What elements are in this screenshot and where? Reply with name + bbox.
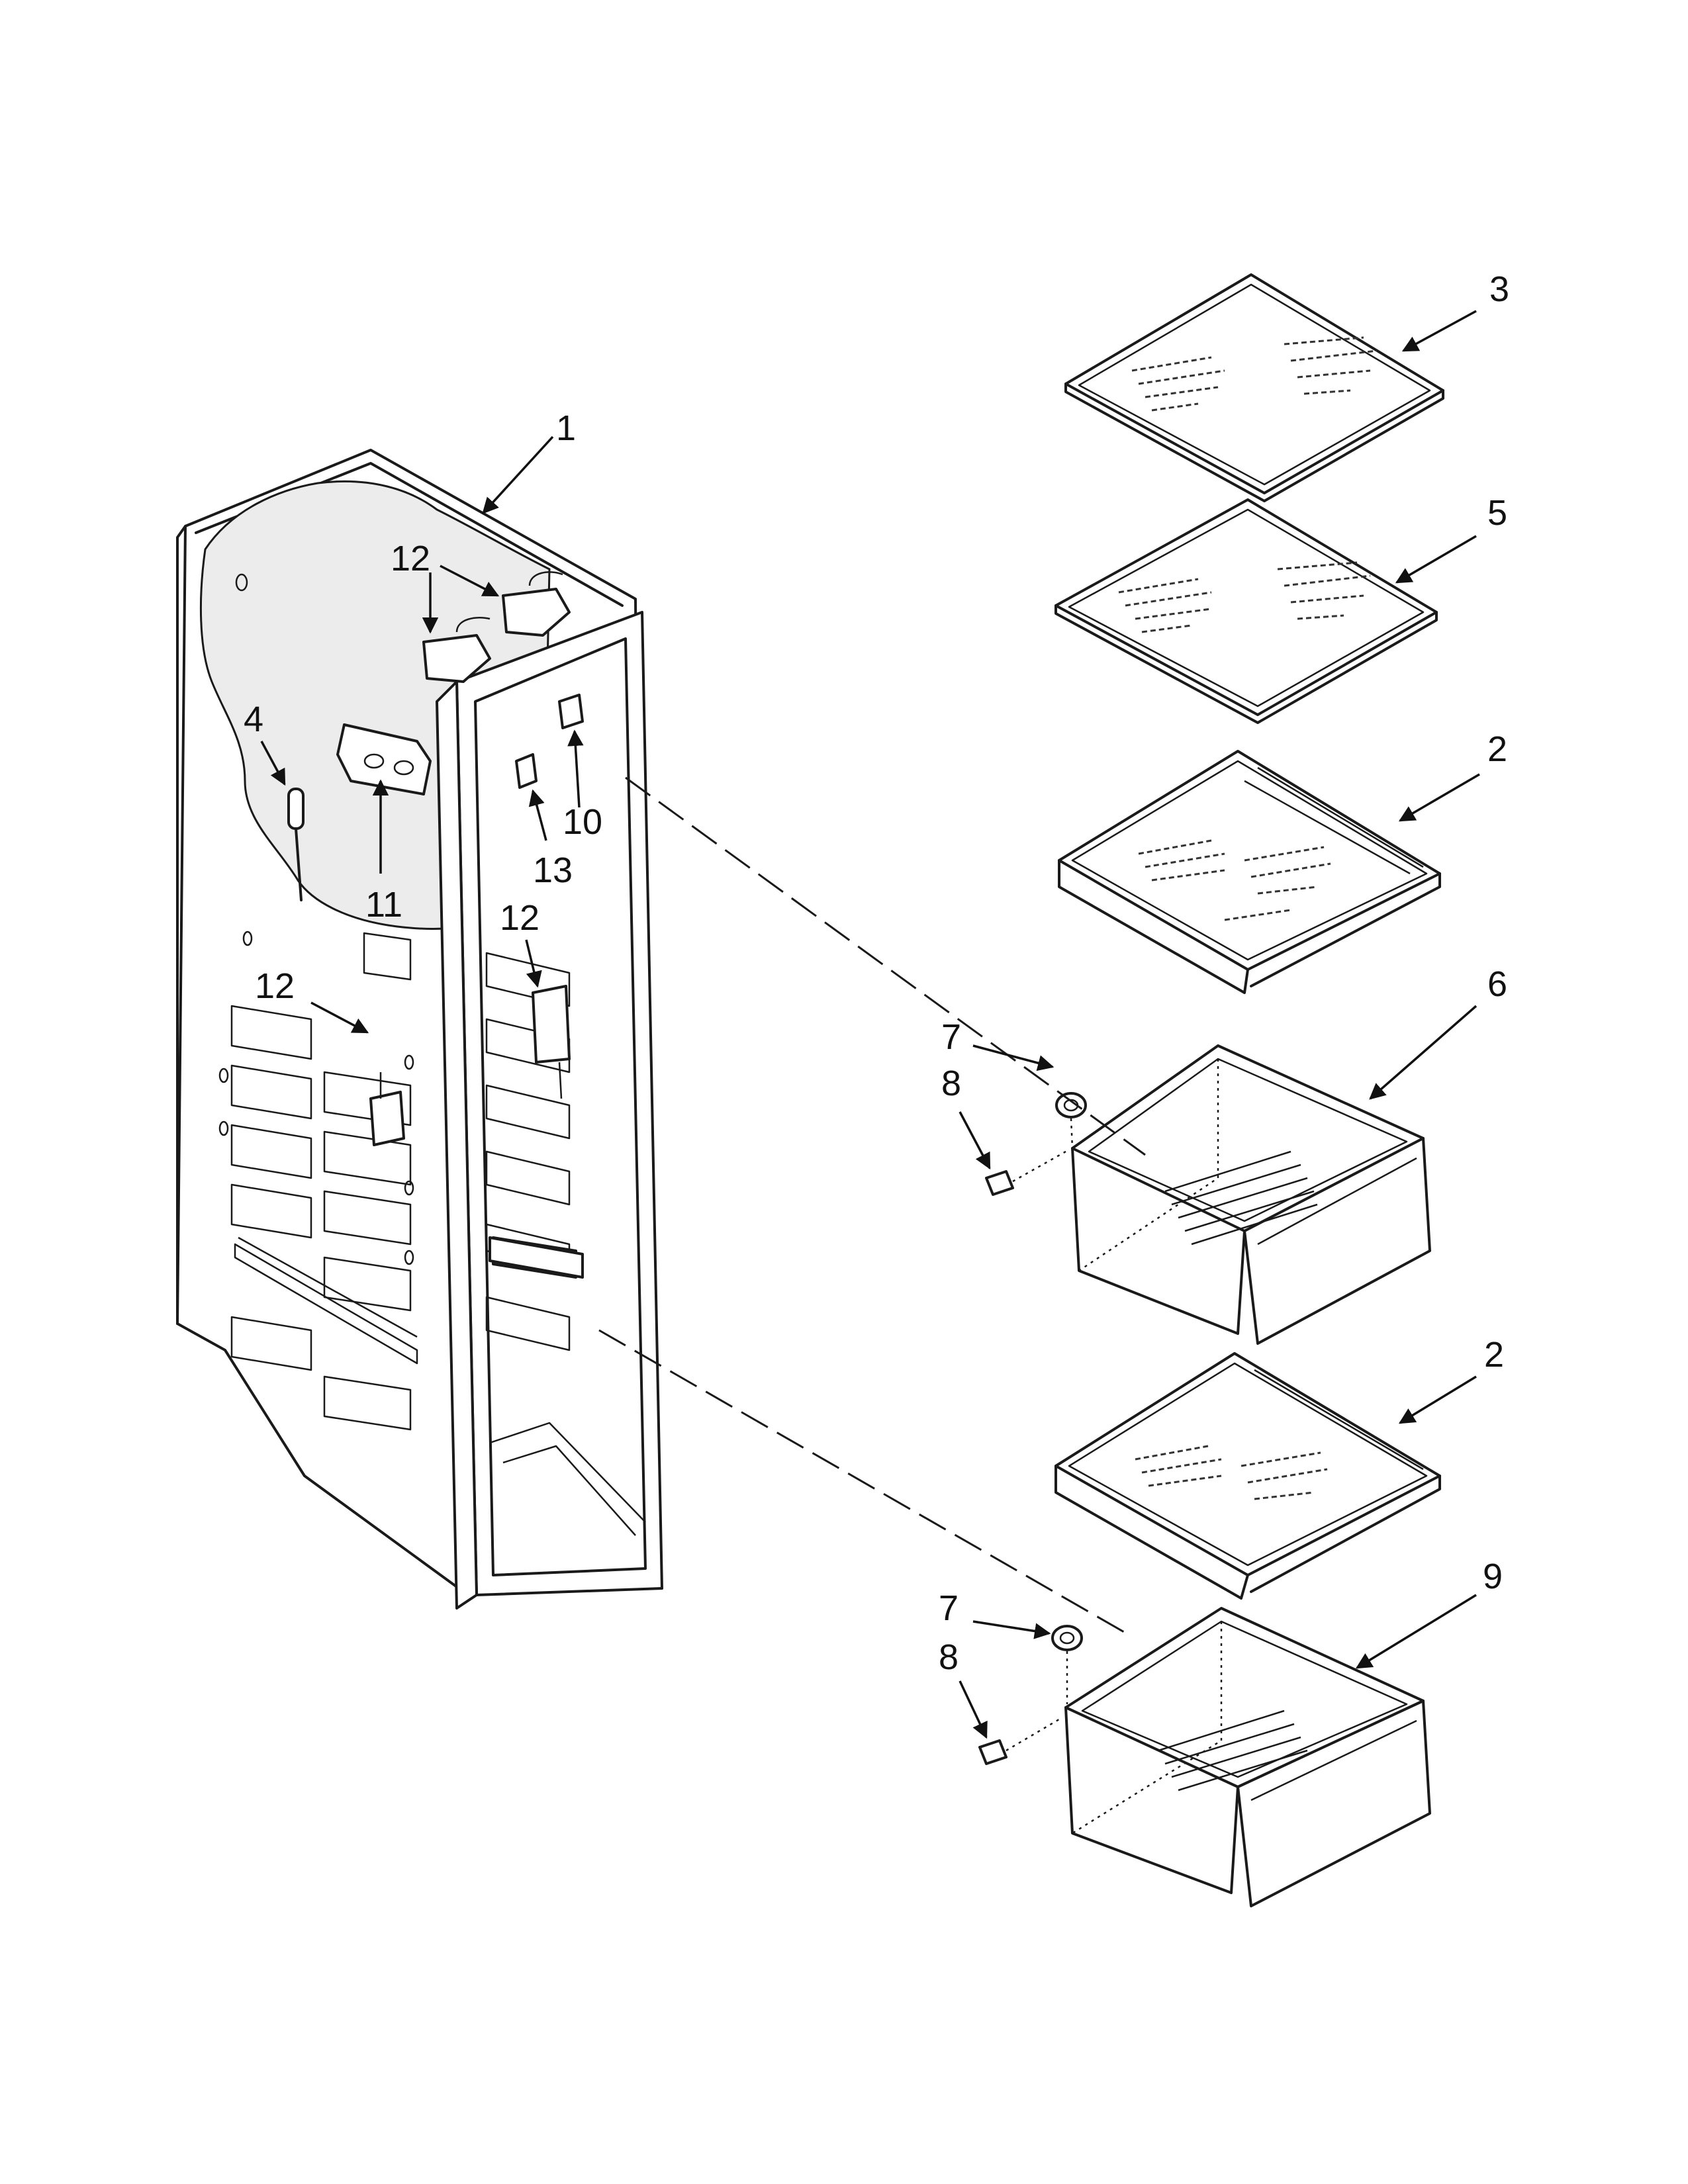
switches [515, 694, 584, 789]
callout-3: 3 [1489, 269, 1509, 309]
crisper-drawer-lower [1064, 1607, 1431, 1907]
callout-5: 5 [1487, 493, 1507, 533]
leader-arrows [260, 310, 1480, 1739]
roller-lower [978, 1625, 1083, 1765]
callout-2-lower: 2 [1484, 1335, 1504, 1375]
door-bin-ledge [489, 1236, 584, 1279]
slide-shelf-upper [1058, 750, 1441, 994]
callout-11: 11 [365, 885, 402, 925]
callout-6: 6 [1487, 964, 1507, 1004]
glass-shelf-3 [1064, 273, 1444, 502]
wall-sensor [532, 985, 571, 1099]
cabinet-liner [176, 449, 663, 1610]
callout-8-lower: 8 [939, 1637, 959, 1677]
left-wall-sensor [369, 1072, 405, 1146]
callout-12-top: 12 [391, 539, 430, 578]
alignment-line-upper [625, 776, 1146, 1156]
callout-7-lower: 7 [939, 1588, 959, 1628]
mounting-holes [218, 573, 414, 1265]
light-housing [336, 723, 432, 796]
callout-4: 4 [244, 700, 263, 739]
glass-shelf-5 [1055, 498, 1438, 724]
crisper-drawer-upper [1071, 1044, 1431, 1345]
alignment-line-lower [598, 1329, 1129, 1636]
callout-1: 1 [556, 408, 576, 448]
callout-12-wall: 12 [500, 898, 539, 938]
thermistor [287, 788, 305, 901]
callout-8-upper: 8 [941, 1064, 961, 1103]
slide-shelf-lower [1055, 1352, 1441, 1600]
callout-7-upper: 7 [941, 1017, 961, 1057]
callout-9: 9 [1483, 1557, 1503, 1596]
top-sensors [422, 571, 571, 683]
callout-13: 13 [533, 850, 573, 890]
callout-2-upper: 2 [1487, 729, 1507, 769]
callout-labels: 1 3 5 2 6 2 9 7 8 7 8 4 11 10 13 12 12 1… [244, 269, 1509, 1677]
callout-10: 10 [563, 802, 602, 842]
roller-upper [985, 1092, 1087, 1196]
callout-12-left: 12 [255, 966, 295, 1006]
